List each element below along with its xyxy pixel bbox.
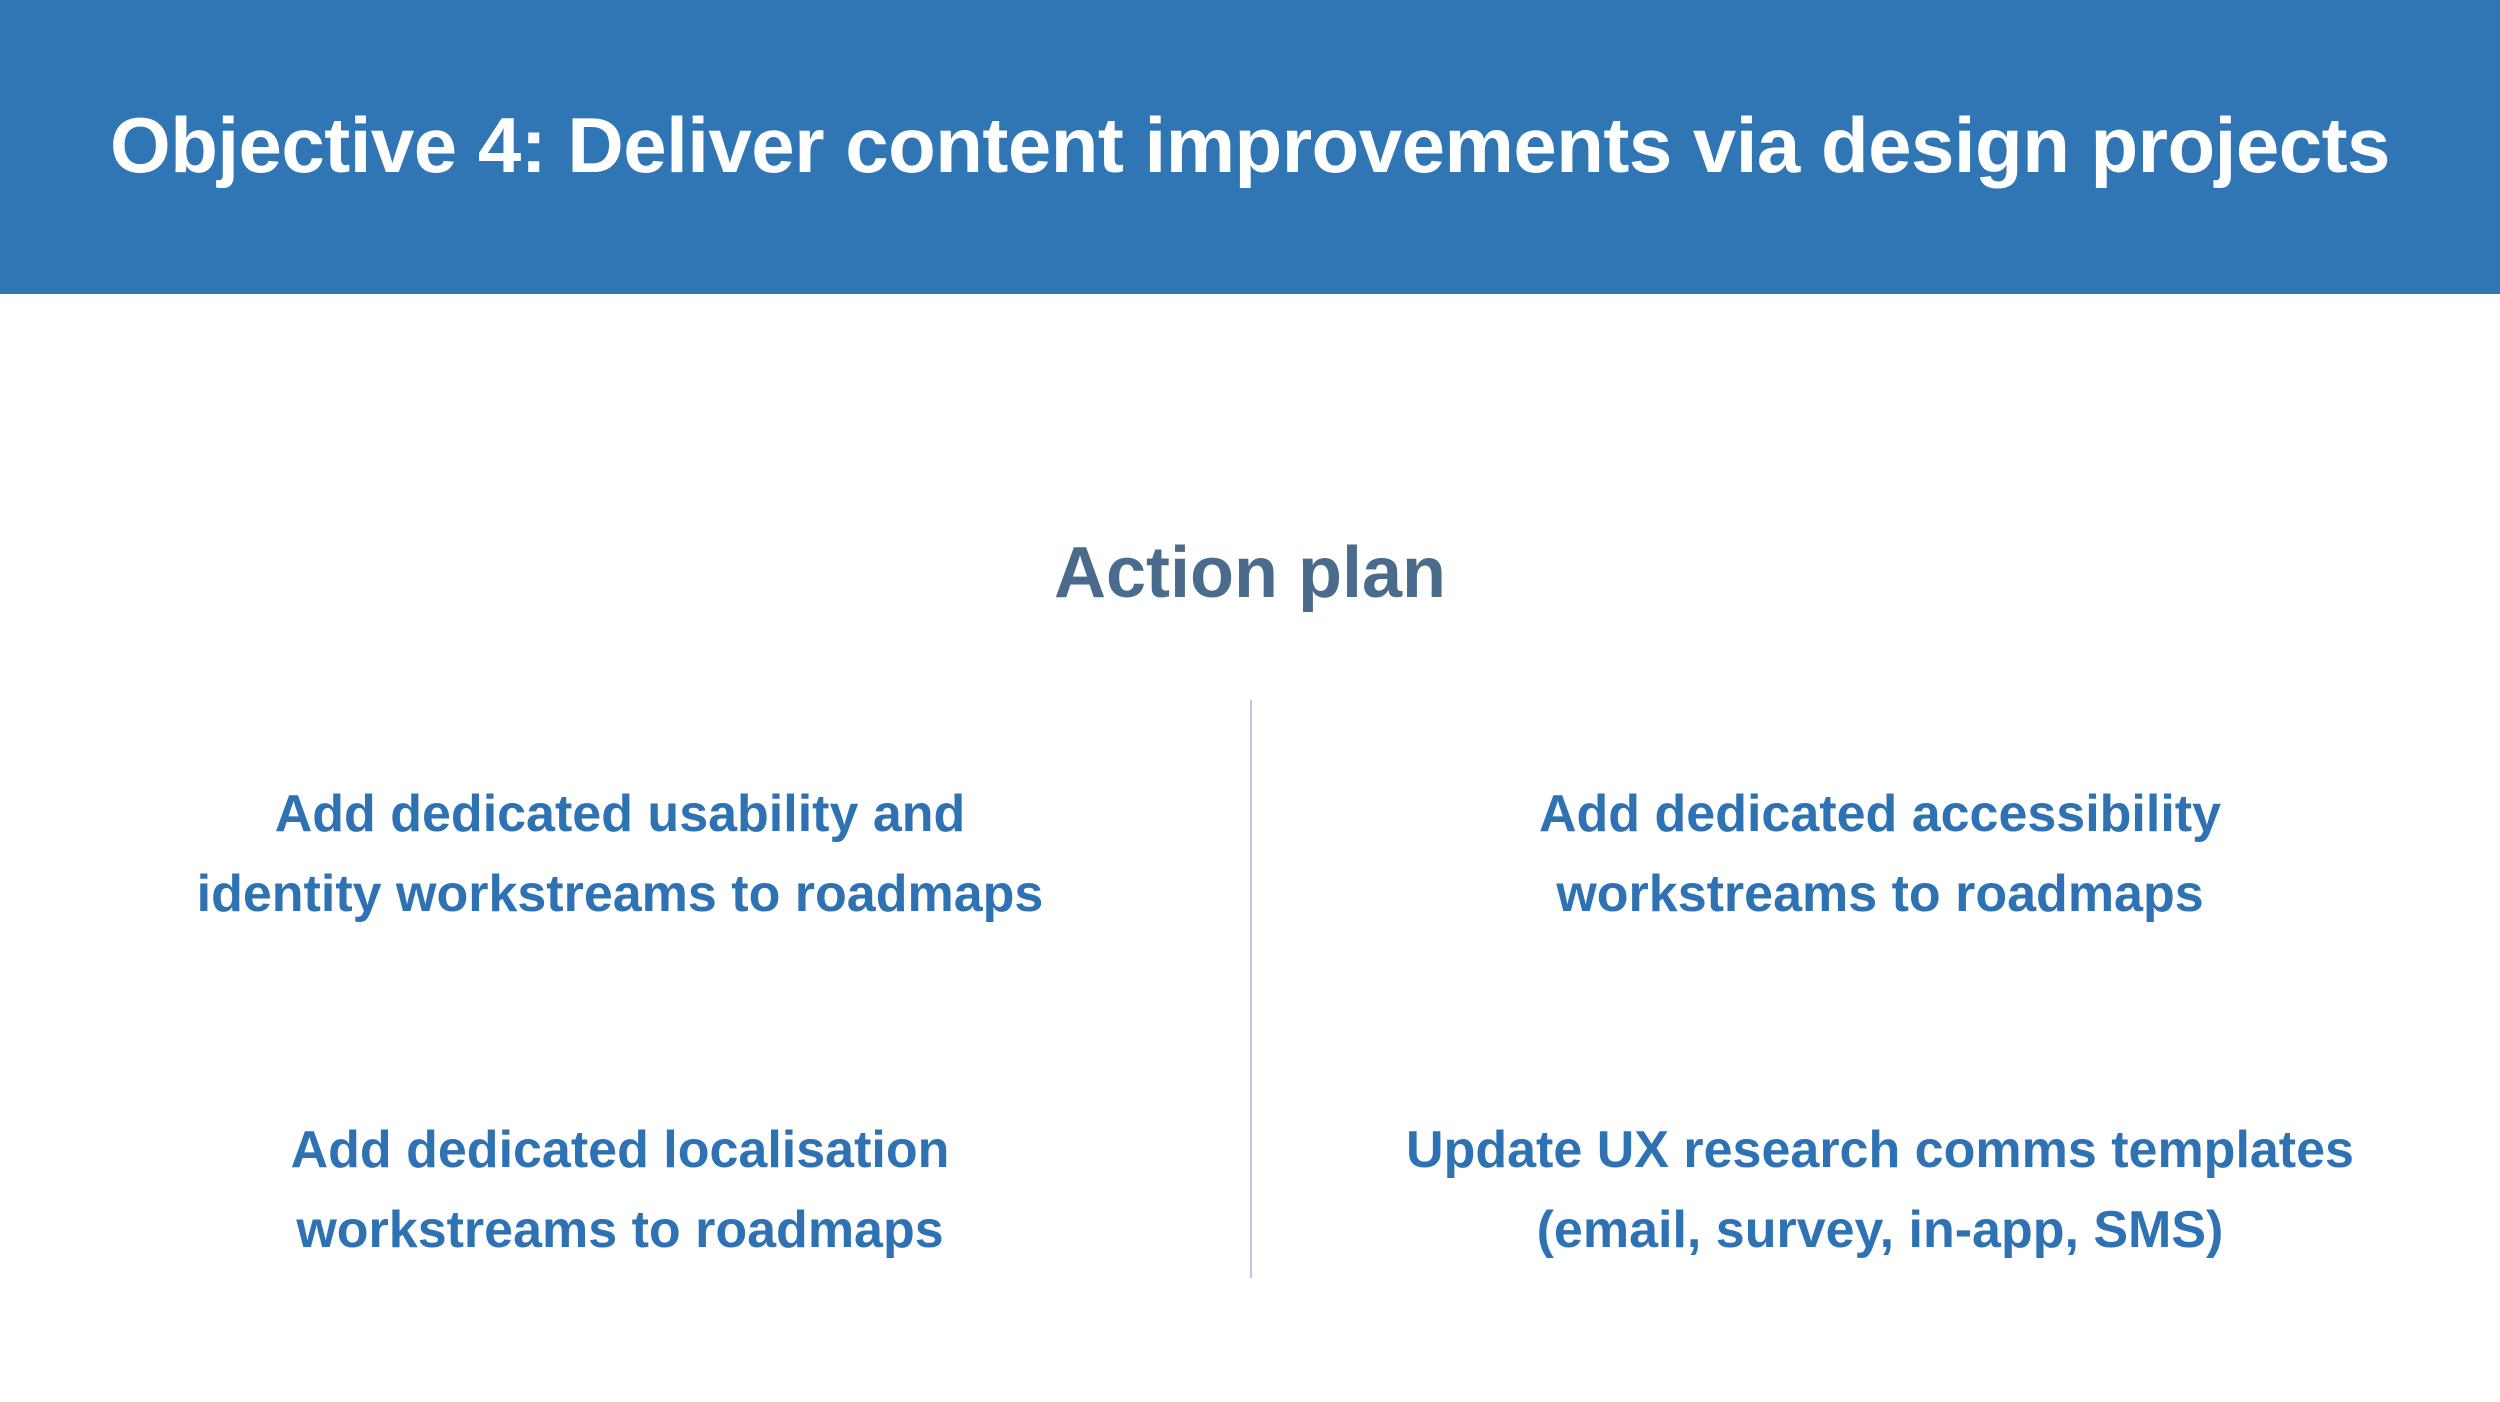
action-item-line: workstreams to roadmaps: [1556, 865, 2204, 923]
action-item-line: Add dedicated localisation: [290, 1121, 950, 1179]
action-item-accessibility: Add dedicated accessibility workstreams …: [1330, 774, 2430, 934]
action-item-line: workstreams to roadmaps: [296, 1201, 944, 1259]
header-bar: [0, 0, 2500, 294]
action-item-line: Update UX research comms templates: [1406, 1121, 2354, 1179]
action-item-line: identity workstreams to roadmaps: [196, 865, 1044, 923]
action-item-line: (email, survey, in-app, SMS): [1536, 1201, 2224, 1259]
action-item-usability-identity: Add dedicated usability and identity wor…: [70, 774, 1170, 934]
action-item-line: Add dedicated accessibility: [1538, 785, 2222, 843]
action-item-ux-research-templates: Update UX research comms templates (emai…: [1330, 1110, 2430, 1270]
slide-title: Objective 4: Deliver content improvement…: [110, 100, 2390, 189]
section-heading: Action plan: [1054, 533, 1446, 613]
column-divider: [1250, 700, 1252, 1278]
action-item-line: Add dedicated usability and: [274, 785, 966, 843]
action-item-localisation: Add dedicated localisation workstreams t…: [70, 1110, 1170, 1270]
